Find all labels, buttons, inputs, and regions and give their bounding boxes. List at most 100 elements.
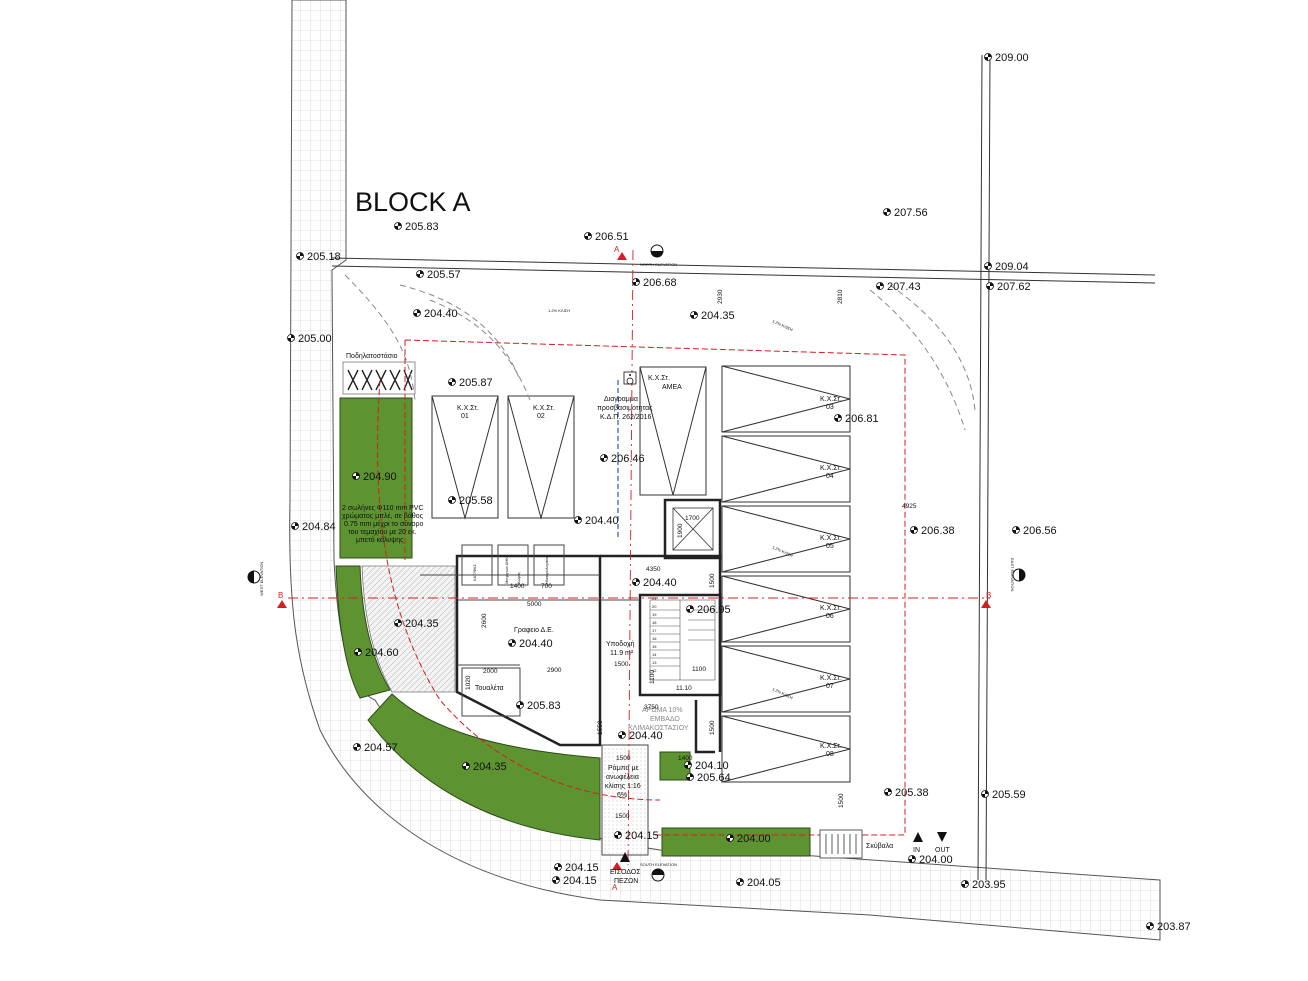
level-marker: 205.64 — [686, 772, 731, 784]
level-marker: 204.35 — [394, 618, 439, 630]
level-value: 205.18 — [307, 251, 341, 263]
level-marker: 204.35 — [690, 310, 735, 322]
level-marker: 203.95 — [961, 879, 1006, 891]
svg-text:2930: 2930 — [717, 289, 724, 304]
svg-text:1500: 1500 — [616, 755, 631, 762]
level-marker: 204.40 — [413, 308, 458, 320]
level-marker: 204.15 — [614, 830, 659, 842]
level-value: 206.46 — [611, 453, 645, 465]
slope-label: 1.2% ΚΛΙΣΗ — [772, 318, 794, 332]
level-value: 204.60 — [365, 647, 399, 659]
block-title: BLOCK A — [355, 187, 471, 217]
svg-text:χρώματος μπλέ, σε βάθος: χρώματος μπλέ, σε βάθος — [342, 512, 424, 520]
garbage-label: Σκύβαλα — [866, 842, 893, 850]
level-marker: 204.00 — [726, 833, 771, 845]
svg-text:Κ.Δ.Π. 262/2016: Κ.Δ.Π. 262/2016 — [600, 414, 651, 421]
level-markers: 209.00207.56205.83206.51205.18209.04205.… — [287, 52, 1191, 933]
level-value: 205.87 — [459, 377, 493, 389]
parking-space-label: Κ.Χ.Στ. — [457, 405, 479, 412]
level-value: 204.05 — [747, 877, 781, 889]
reception-area: 11.9 m² — [610, 650, 634, 657]
svg-text:2600: 2600 — [481, 613, 488, 628]
in-out-arrows-icon — [913, 832, 947, 842]
slope-label: 1.2% ΚΛΙΣΗ — [548, 308, 570, 313]
level-value: 205.64 — [697, 772, 731, 784]
level-marker: 204.15 — [554, 862, 599, 874]
level-value: 205.57 — [427, 269, 461, 281]
west-elevation-label: WEST ELEVATION — [259, 561, 264, 596]
level-marker: 207.62 — [986, 281, 1031, 293]
site-boundary — [331, 54, 1156, 881]
level-value: 204.40 — [643, 577, 677, 589]
out-label: OUT — [935, 847, 951, 854]
level-value: 204.40 — [585, 515, 619, 527]
parking-space-label: Κ.Χ.Στ. — [820, 605, 842, 612]
elevation-symbol-icon — [247, 244, 1026, 882]
svg-text:1500: 1500 — [709, 573, 716, 588]
level-marker: 205.83 — [516, 700, 561, 712]
entrance-ramp — [601, 744, 649, 856]
svg-text:ΠΕΖΩΝ: ΠΕΖΩΝ — [614, 878, 638, 885]
svg-text:μπετό κάλυψης: μπετό κάλυψης — [356, 536, 404, 544]
svg-text:5000: 5000 — [527, 601, 542, 608]
level-marker: 207.43 — [876, 281, 921, 293]
level-value: 206.51 — [595, 231, 629, 243]
svg-text:ανωφέλεια: ανωφέλεια — [606, 773, 639, 781]
level-value: 204.00 — [737, 833, 771, 845]
parking-number: 07 — [826, 683, 834, 690]
parking-number: 05 — [826, 543, 834, 550]
section-marker-icon — [277, 252, 991, 870]
level-value: 204.35 — [701, 310, 735, 322]
ramp-note: Ράμπα με ανωφέλεια κλίσης 1:16 6% — [605, 764, 641, 799]
level-value: 205.83 — [405, 221, 439, 233]
level-marker: 204.00 — [908, 854, 953, 866]
section-b-right: B — [986, 591, 991, 600]
south-elevation-label: SOUTH ELEVATION — [640, 862, 677, 867]
level-marker: 204.35 — [462, 761, 507, 773]
svg-text:20: 20 — [652, 604, 657, 609]
svg-text:6%: 6% — [617, 792, 627, 799]
svg-text:700: 700 — [541, 583, 552, 590]
bicycle-rack-icon — [342, 361, 416, 395]
level-marker: 206.81 — [834, 413, 879, 425]
level-value: 206.95 — [697, 604, 731, 616]
svg-text:2000: 2000 — [483, 668, 498, 675]
parking-number: 06 — [826, 613, 834, 620]
svg-text:Μετρητών ΑΗΚ: Μετρητών ΑΗΚ — [504, 557, 509, 584]
level-value: 204.90 — [363, 471, 397, 483]
parking-number: 01 — [461, 413, 469, 420]
level-value: 204.57 — [364, 742, 398, 754]
svg-text:15: 15 — [652, 644, 657, 649]
svg-text:του τεμαχίου με 20 εκ.: του τεμαχίου με 20 εκ. — [348, 528, 417, 536]
pipe-note: 2 σωλήνες Φ110 mm PVC χρώματος μπλέ, σε … — [342, 505, 424, 544]
level-value: 204.15 — [563, 875, 597, 887]
svg-text:1900: 1900 — [677, 523, 684, 538]
interior-walls — [420, 544, 640, 717]
staircase — [649, 599, 716, 681]
svg-text:2 σωλήνες Φ110 mm PVC: 2 σωλήνες Φ110 mm PVC — [342, 505, 424, 512]
reception-label: Υποδοχή — [606, 641, 635, 648]
svg-text:1700: 1700 — [685, 515, 700, 522]
level-marker: 207.56 — [883, 207, 928, 219]
level-marker: 206.56 — [1012, 525, 1057, 537]
level-value: 206.38 — [921, 525, 955, 537]
level-marker: 205.00 — [287, 333, 332, 345]
svg-text:ΕΙΣΟΔΟΣ: ΕΙΣΟΔΟΣ — [610, 869, 641, 876]
svg-text:1500: 1500 — [838, 793, 845, 808]
level-value: 203.87 — [1157, 921, 1191, 933]
svg-text:Ράμπα με: Ράμπα με — [608, 764, 639, 772]
svg-text:3750: 3750 — [644, 704, 659, 711]
svg-text:1550: 1550 — [597, 720, 604, 735]
accessible-space-label: ΑΜΕΑ — [662, 384, 682, 391]
parking-bays-west — [431, 366, 707, 520]
level-marker: 209.04 — [984, 261, 1029, 273]
svg-text:1020: 1020 — [465, 675, 472, 690]
svg-text:2810: 2810 — [837, 289, 844, 304]
level-value: 207.43 — [887, 281, 921, 293]
level-value: 207.56 — [894, 207, 928, 219]
pedestrian-entrance-label: ΕΙΣΟΔΟΣ ΠΕΖΩΝ — [610, 869, 641, 885]
svg-text:4350: 4350 — [646, 566, 661, 573]
level-marker: 204.40 — [632, 577, 677, 589]
entrance-arrow-icon — [620, 852, 630, 862]
